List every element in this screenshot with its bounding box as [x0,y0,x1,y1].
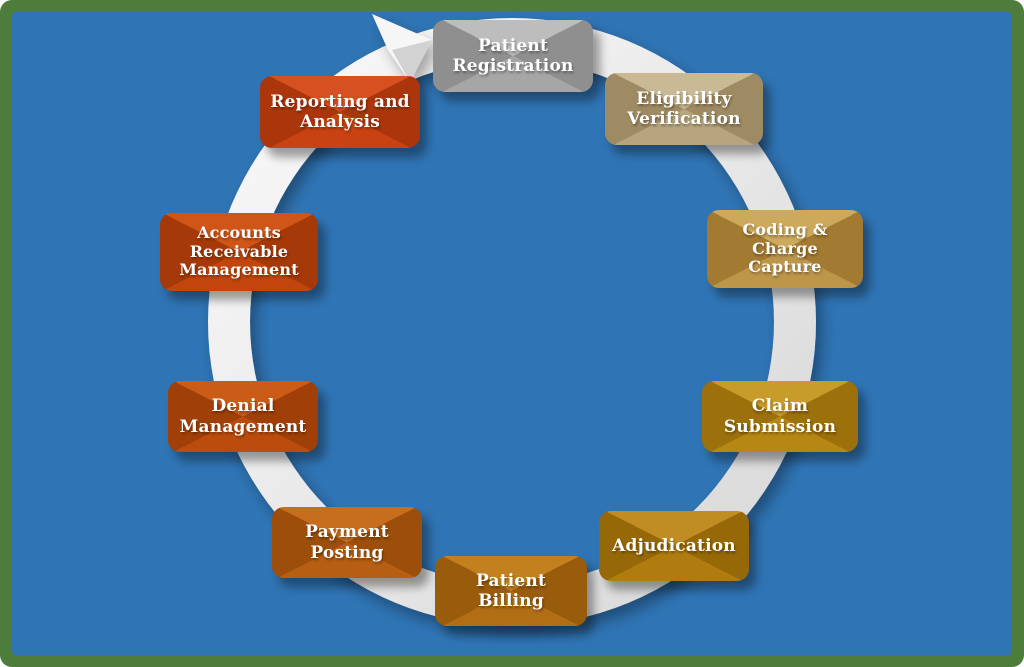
step-accounts-receivable-management: Accounts Receivable Management [160,213,318,291]
step-claim-submission: Claim Submission [702,381,858,452]
step-denial-management: Denial Management [168,381,318,452]
step-adjudication: Adjudication [599,511,749,581]
step-coding-charge-capture: Coding & Charge Capture [707,210,863,288]
step-patient-billing: Patient Billing [435,556,587,626]
step-eligibility-verification: Eligibility Verification [605,73,763,145]
step-label: Patient Billing [475,570,547,611]
step-label: Coding & Charge Capture [742,219,828,277]
step-label: Claim Submission [723,396,837,437]
step-label: Adjudication [612,535,736,556]
step-label: Eligibility Verification [627,88,741,129]
step-payment-posting: Payment Posting [272,507,422,578]
step-label: Reporting and Analysis [270,91,410,132]
step-label: Payment Posting [305,522,389,563]
step-label: Denial Management [179,396,307,437]
blue-background [12,12,1012,655]
arrowhead-facet [392,40,432,82]
step-label: Patient Registration [452,35,574,76]
step-patient-registration: Patient Registration [433,20,593,92]
step-reporting-and-analysis: Reporting and Analysis [260,76,420,148]
step-label: Accounts Receivable Management [179,222,299,280]
